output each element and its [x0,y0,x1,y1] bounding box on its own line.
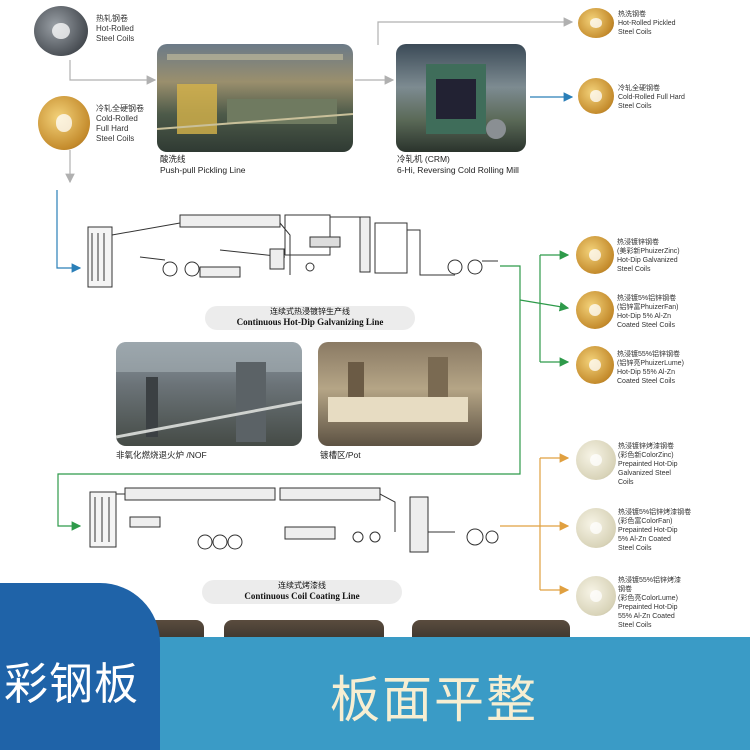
product-feature: 板面平整 [330,671,538,729]
crm-photo [396,44,526,152]
pot-caption: 镀槽区/Pot [320,450,361,460]
prepainted-alzn55-coil-image [576,576,616,616]
prepainted-alzn55-coil-label: 热浸镀55%铝锌烤漆 钢卷 (彩色亮ColorLume) Prepainted … [618,577,682,629]
galvanizing-line-title: 连续式热浸镀锌生产线 Continuous Hot-Dip Galvanizin… [205,306,415,330]
full-hard-coil-image [578,78,614,114]
coating-line-schematic [89,487,499,553]
coating-line-title: 连续式烤漆线 Continuous Coil Coating Line [202,580,402,604]
pickling-line-illustration [157,54,353,134]
pickled-coil-image [578,8,614,38]
alzn55-coil-image [576,346,614,384]
prepainted-alzn5-coil-image [576,508,616,548]
connector-into-galv [56,190,82,273]
connector-pickling-top [377,17,574,45]
nof-caption: 非氧化燃烧退火炉 /NOF [116,450,207,460]
full-hard-coil-label: 冷轧全硬钢卷 Cold-Rolled Full Hard Steel Coils [618,85,685,110]
prepainted-gi-coil-image [576,440,616,480]
nof-illustration [116,342,302,442]
alzn5-coil-label: 热浸镀5%铝锌钢卷 (铝锌富PhuizerFan) Hot-Dip 5% Al-… [617,295,679,329]
hot-rolled-label: 热轧钢卷 Hot-Rolled Steel Coils [96,14,135,43]
cold-rolled-label: 冷轧全硬钢卷 Cold-Rolled Full Hard Steel Coils [96,104,144,143]
pickling-line-photo [157,44,353,152]
product-tag [0,583,160,750]
product-name: 彩钢板 [4,659,139,710]
nof-furnace-photo [116,342,302,446]
prepainted-alzn5-coil-label: 热浸镀5%铝锌烤漆钢卷 (彩色富ColorFan) Prepainted Hot… [618,509,692,552]
galvanized-coil-image [576,236,614,274]
connector-orange-1 [539,458,568,590]
pickling-caption: 酸洗线 Push-pull Pickling Line [160,154,246,175]
alzn55-coil-label: 热浸镀55%铝锌钢卷 (铝锌亮PhuizerLume) Hot-Dip 55% … [617,351,684,385]
galvanized-coil-label: 热浸镀锌钢卷 (美彩新PhuizerZinc) Hot-Dip Galvaniz… [617,239,680,273]
pot-illustration [328,357,468,422]
prepainted-gi-coil-label: 热浸镀锌烤漆钢卷 (彩色新ColorZinc) Prepainted Hot-D… [618,443,678,486]
alzn5-coil-image [576,291,614,329]
connector-galv-out [57,265,521,531]
connector-hot-to-pickling [69,60,157,85]
connector-green-2 [519,299,570,312]
hot-rolled-coil-image [34,6,88,56]
connector-green-1 [539,255,568,362]
cold-rolled-coil-image [38,96,90,150]
pot-area-photo [318,342,482,446]
crm-illustration [426,64,506,139]
galvanizing-line-schematic [87,214,498,288]
crm-caption: 冷轧机 (CRM) 6-Hi, Reversing Cold Rolling M… [397,154,519,175]
pickled-coil-label: 热洗钢卷 Hot-Rolled Pickled Steel Coils [618,11,676,36]
